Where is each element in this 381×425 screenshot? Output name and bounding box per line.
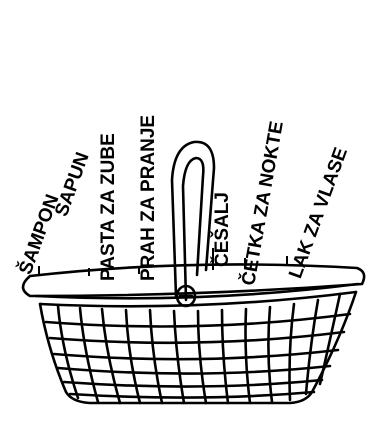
label-prah: PRAH ZA PRANJE bbox=[139, 115, 158, 281]
label-cesalj: ČEŠALJ bbox=[213, 192, 232, 267]
label-pasta: PASTA ZA ZUBE bbox=[99, 133, 118, 281]
tick-pasta bbox=[88, 268, 90, 276]
basket-handle bbox=[172, 142, 214, 296]
